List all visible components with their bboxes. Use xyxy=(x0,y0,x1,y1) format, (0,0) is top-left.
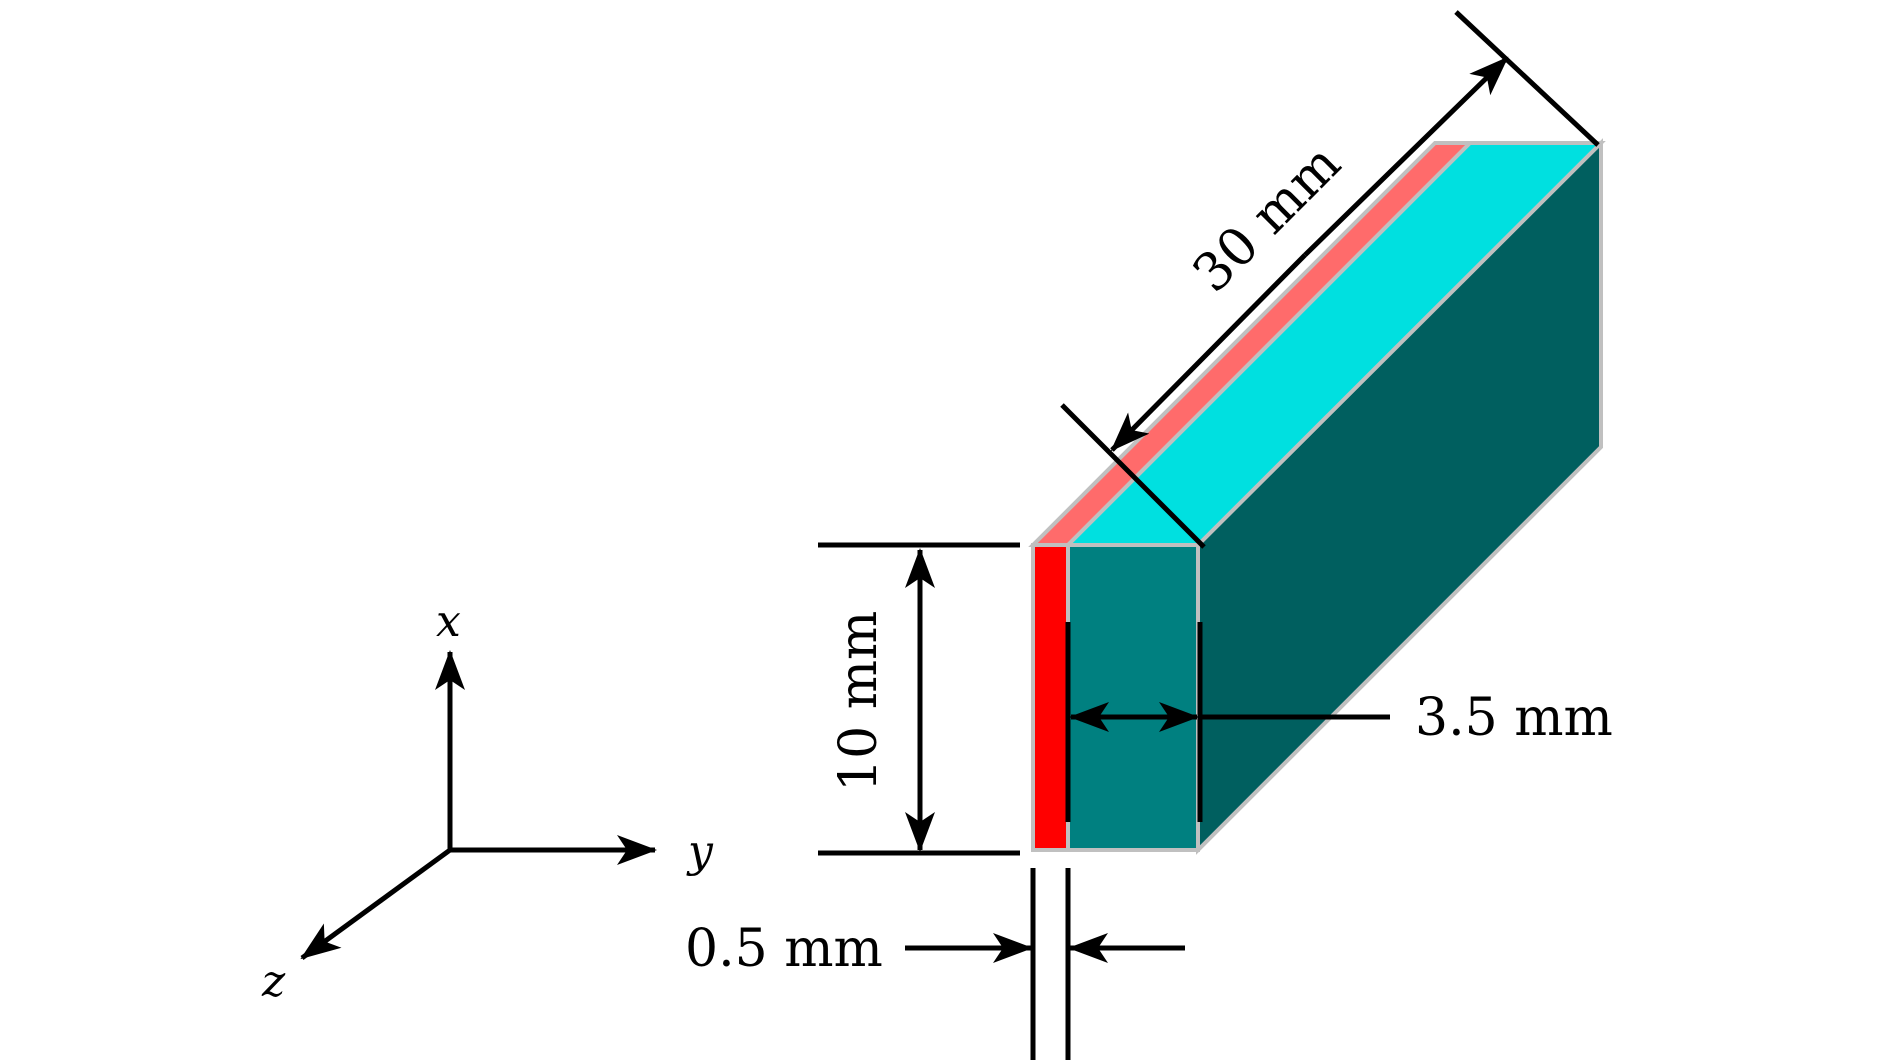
layer-front-face xyxy=(1031,543,1070,852)
x-axis-label: x xyxy=(436,596,461,647)
height-dimension xyxy=(818,542,1020,856)
length-dimension-line-back xyxy=(1110,253,1307,452)
slab-block xyxy=(1028,138,1606,855)
core-front-face xyxy=(1066,543,1200,852)
height-label: 10 mm xyxy=(829,611,889,792)
length-dimension xyxy=(1060,10,1600,549)
length-dimension-line xyxy=(1303,56,1509,257)
z-axis-label: z xyxy=(261,956,286,1007)
layer-thickness-label: 0.5 mm xyxy=(685,919,883,979)
width-label: 3.5 mm xyxy=(1415,688,1613,748)
z-axis-line xyxy=(300,847,452,961)
width-dimension xyxy=(1065,622,1390,822)
length-extension-line-back xyxy=(1454,10,1600,147)
layer-thickness-dimension xyxy=(905,868,1185,1060)
y-axis-label: y xyxy=(686,826,714,877)
coordinate-axes xyxy=(300,650,657,961)
length-extension-line-front xyxy=(1060,403,1206,549)
